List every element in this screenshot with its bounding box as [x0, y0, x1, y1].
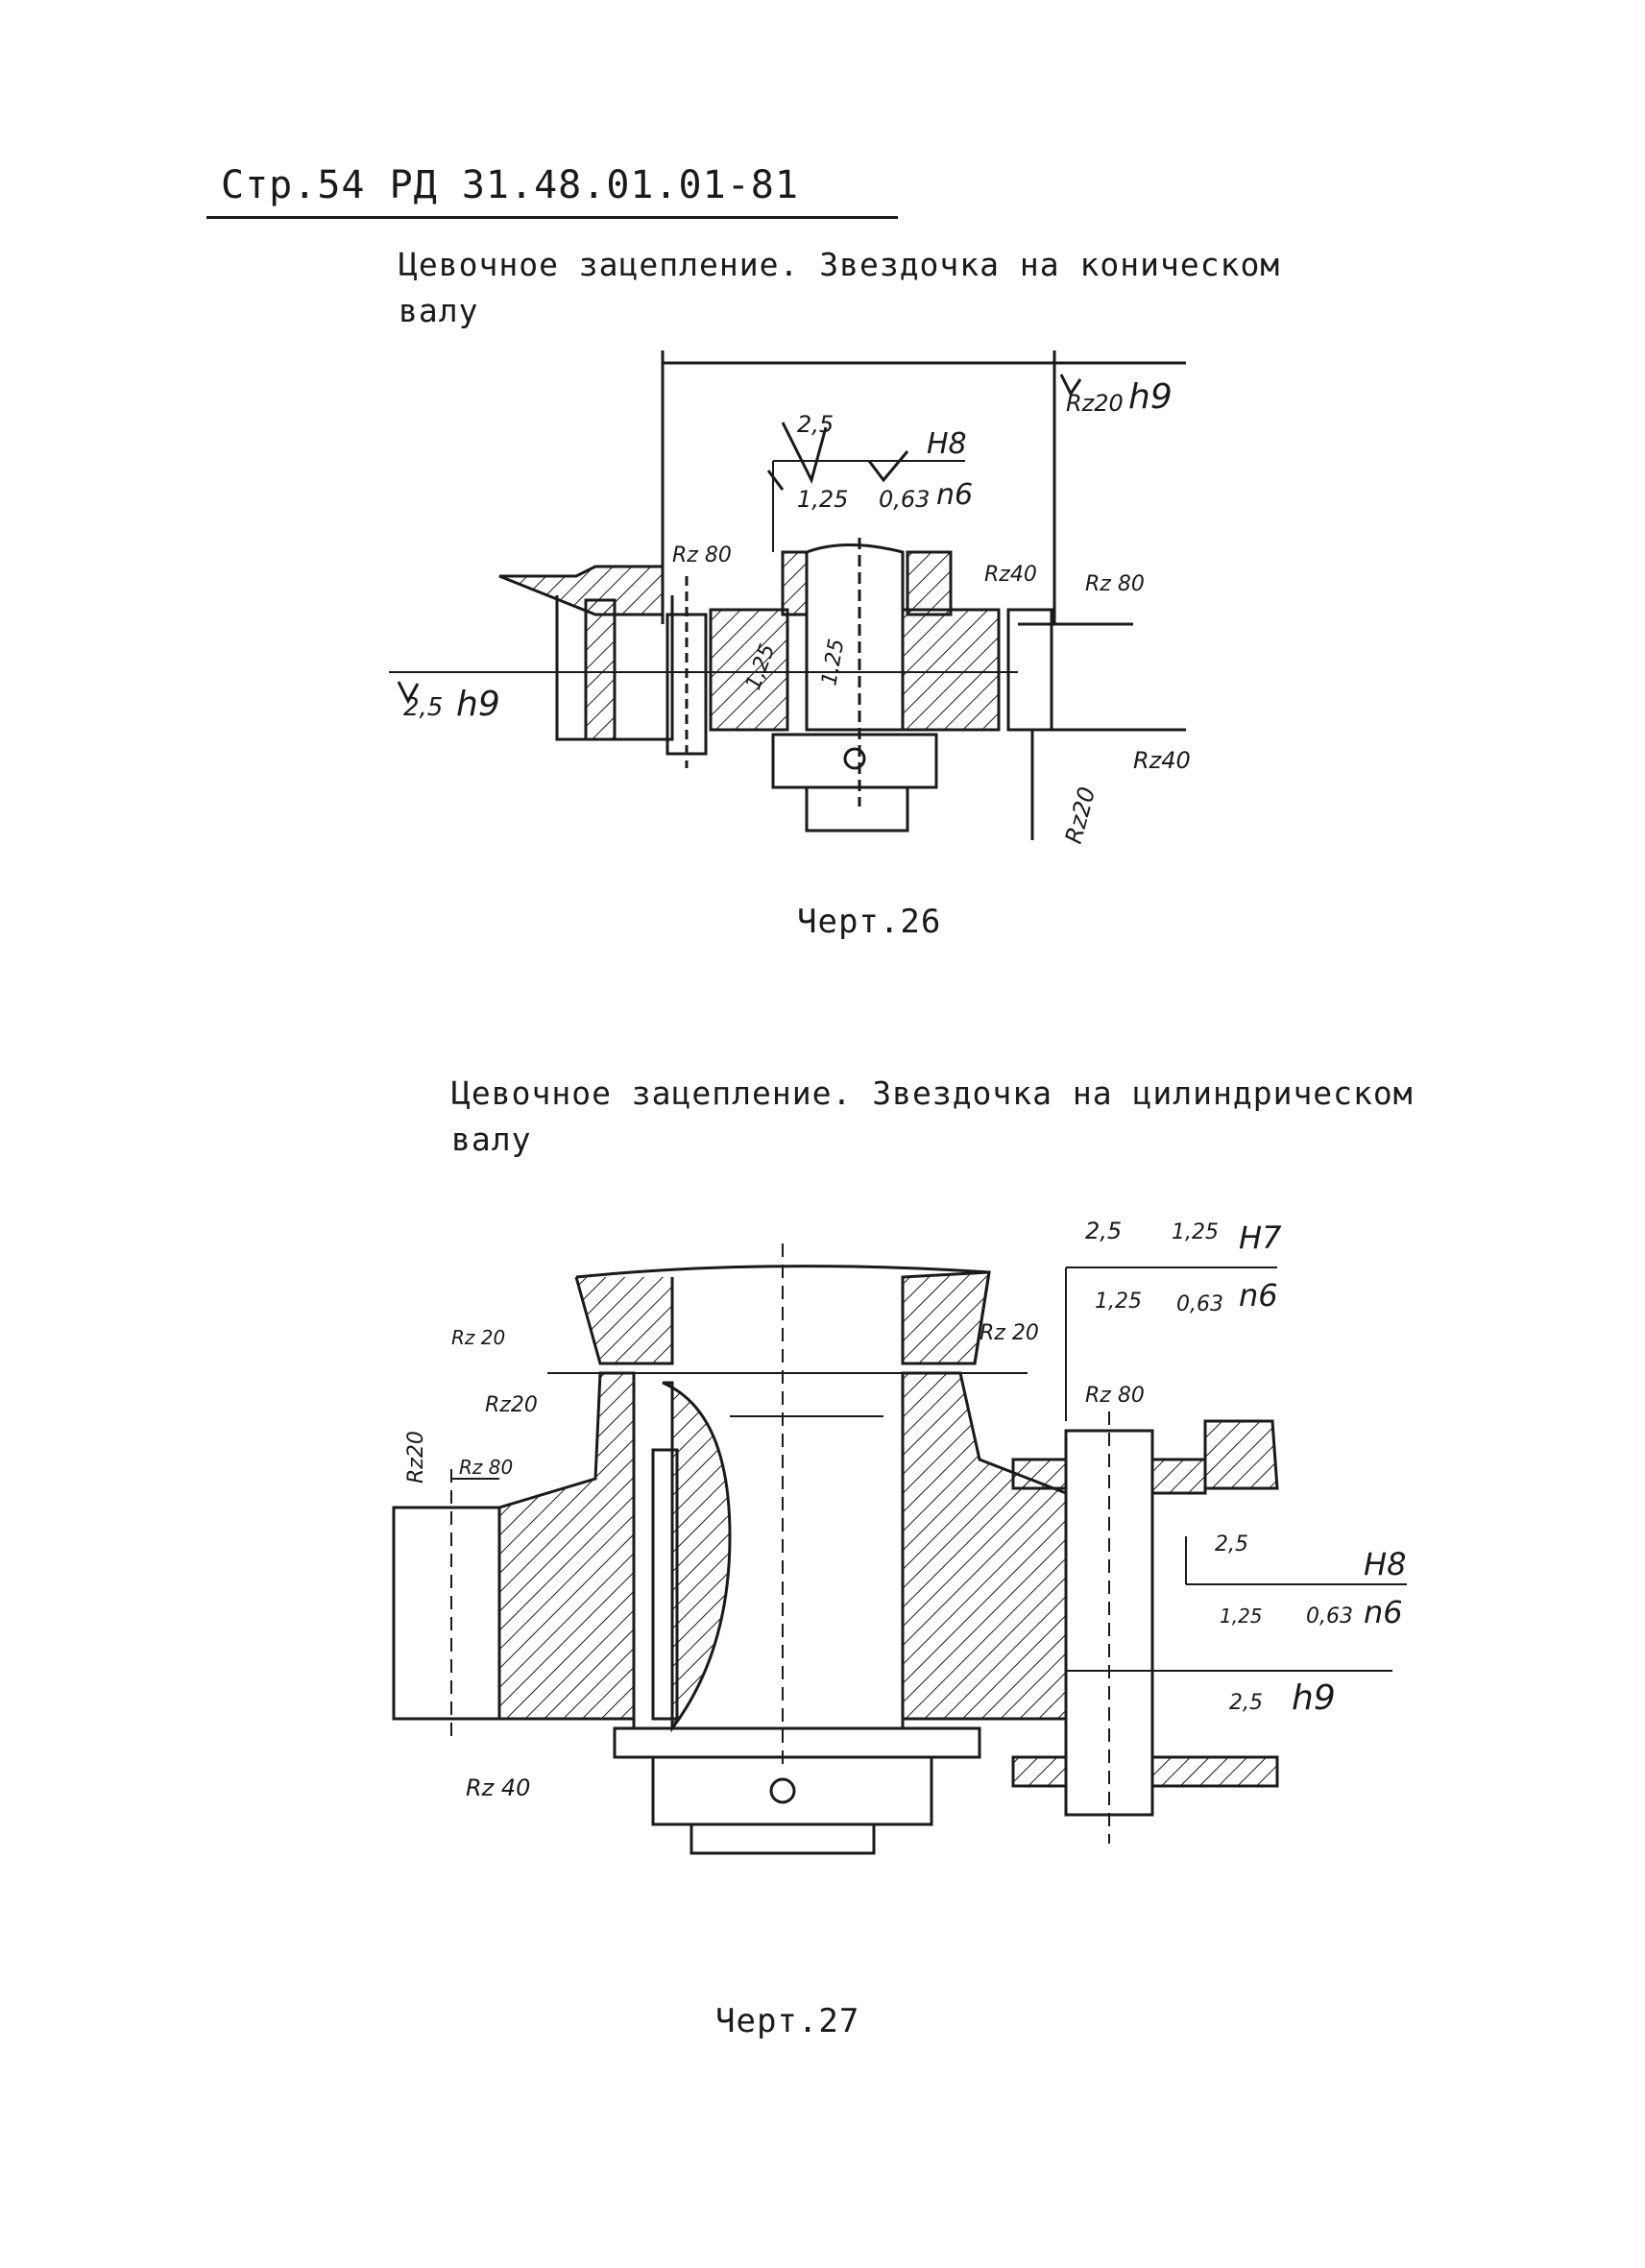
fig26-ann-a8: Rz 80	[672, 543, 732, 567]
fig27-ann-b20: Rz 40	[466, 1774, 530, 1801]
fig26-ann-a14: 1,25	[817, 637, 849, 688]
fig26-ann-a16: Rz20	[1060, 784, 1101, 847]
figure-27-caption: Цевочное зацепление. Звездочка на цилинд…	[451, 1071, 1414, 1163]
fig27-ann-b15: 0,63	[1306, 1604, 1353, 1629]
figure-27-caption-line2: валу	[451, 1121, 532, 1158]
figure-27-caption-line1: Цевочное зацепление. Звездочка на цилинд…	[451, 1074, 1414, 1112]
fig27-ann-b10: Rz 80	[1085, 1384, 1145, 1408]
fig26-ann-a2: 1,25	[797, 486, 848, 513]
figure-27-label: Черт.27	[715, 2002, 860, 2040]
fig27-ann-b1: 2,5	[1085, 1218, 1122, 1244]
fig26-ann-a9: Rz40	[984, 563, 1037, 587]
fig26-ann-a15: Rz40	[1133, 747, 1191, 774]
fig27-ann-b14: 1,25	[1220, 1604, 1263, 1628]
figure-26-drawing	[389, 350, 1186, 840]
fig26-ann-a5: n6	[936, 478, 973, 512]
fig27-ann-b9: Rz 20	[980, 1321, 1039, 1345]
page-header: Стр.54 РД 31.48.01.01-81	[221, 163, 799, 207]
fig26-ann-a4: H8	[927, 427, 967, 461]
fig27-ann-b8: Rz20	[485, 1393, 538, 1417]
fig27-ann-b3: 1,25	[1172, 1220, 1219, 1244]
figure-27-annotations: 2,5 1,25 1,25 0,63 H7 n6 Rz 20 Rz20 Rz 2…	[404, 1218, 1406, 1801]
fig27-ann-b7: Rz 20	[451, 1326, 505, 1349]
fig26-ann-a12: h9	[456, 685, 500, 724]
fig26-ann-a11: 2,5	[403, 693, 443, 722]
figure-27-drawing	[392, 1243, 1407, 1855]
fig27-ann-b13: 2,5	[1215, 1532, 1248, 1556]
figure-26-annotations: 2,5 1,25 0,63 H8 n6 Rz20 h9 Rz 80 Rz40 R…	[403, 377, 1191, 847]
figure-26-caption-line2: валу	[399, 292, 479, 329]
figure-26-label: Черт.26	[797, 903, 942, 941]
figure-26-caption: Цевочное зацепление. Звездочка на кониче…	[399, 242, 1280, 334]
fig26-ann-a1: 2,5	[797, 411, 834, 438]
fig27-ann-b5: H7	[1239, 1219, 1282, 1256]
fig27-ann-b16: H8	[1364, 1546, 1406, 1582]
fig26-ann-a10: Rz 80	[1085, 572, 1145, 596]
fig26-ann-a3: 0,63	[879, 486, 930, 513]
fig27-ann-b11: Rz20	[404, 1431, 428, 1484]
fig26-ann-a7: h9	[1128, 377, 1173, 417]
fig27-ann-b2: 1,25	[1095, 1290, 1142, 1314]
fig27-ann-b6: n6	[1239, 1277, 1278, 1314]
figure-26-caption-line1: Цевочное зацепление. Звездочка на кониче…	[399, 246, 1281, 283]
fig27-ann-b19: h9	[1292, 1678, 1336, 1718]
header-underline	[206, 216, 898, 219]
fig26-ann-a6: Rz20	[1066, 390, 1124, 417]
fig27-ann-b18: 2,5	[1229, 1691, 1263, 1715]
fig27-ann-b4: 0,63	[1176, 1292, 1223, 1316]
fig27-ann-b12: Rz 80	[459, 1456, 513, 1479]
fig27-ann-b17: n6	[1364, 1594, 1403, 1630]
